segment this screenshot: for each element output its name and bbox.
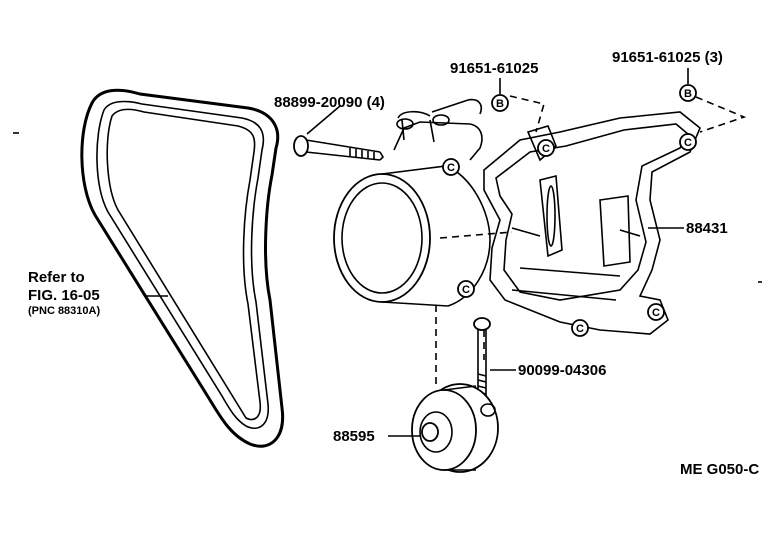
bracket-88431 [483, 111, 701, 335]
dashed-guides [435, 95, 747, 384]
c-marker: C [679, 133, 697, 151]
idler-pulley-88595 [411, 383, 499, 473]
refer-line-1: Refer to [28, 269, 85, 286]
label-91651-61025-a: 91651-61025 [450, 60, 538, 77]
diagram-code: ME G050-C [680, 461, 759, 478]
c-marker: C [457, 280, 475, 298]
label-88595: 88595 [333, 428, 375, 445]
svg-text:C: C [576, 323, 584, 335]
c-marker: C [537, 139, 555, 157]
bolt-88899 [293, 135, 385, 161]
svg-text:C: C [447, 162, 455, 174]
b-marker-right: B [679, 84, 697, 102]
refer-line-2: FIG. 16-05 [28, 287, 100, 304]
svg-text:B: B [684, 88, 692, 100]
c-markers: C C C C C C [442, 133, 697, 337]
c-marker: C [571, 319, 589, 337]
c-marker: C [442, 158, 460, 176]
svg-text:C: C [684, 137, 692, 149]
leader-lines [306, 68, 689, 437]
svg-text:C: C [462, 284, 470, 296]
c-marker: C [647, 303, 665, 321]
drive-belt [80, 88, 285, 448]
reference-note: Refer to FIG. 16-05 (PNC 88310A) [28, 269, 168, 317]
label-91651-61025-b: 91651-61025 (3) [612, 49, 723, 66]
refer-line-3: (PNC 88310A) [28, 305, 100, 317]
label-88431: 88431 [686, 220, 728, 237]
svg-text:B: B [496, 98, 504, 110]
label-90099-04306: 90099-04306 [518, 362, 606, 379]
alternator-body [333, 98, 491, 307]
label-88899-20090: 88899-20090 (4) [274, 94, 385, 111]
svg-text:C: C [542, 143, 550, 155]
b-marker-center: B [491, 94, 509, 112]
svg-text:C: C [652, 307, 660, 319]
